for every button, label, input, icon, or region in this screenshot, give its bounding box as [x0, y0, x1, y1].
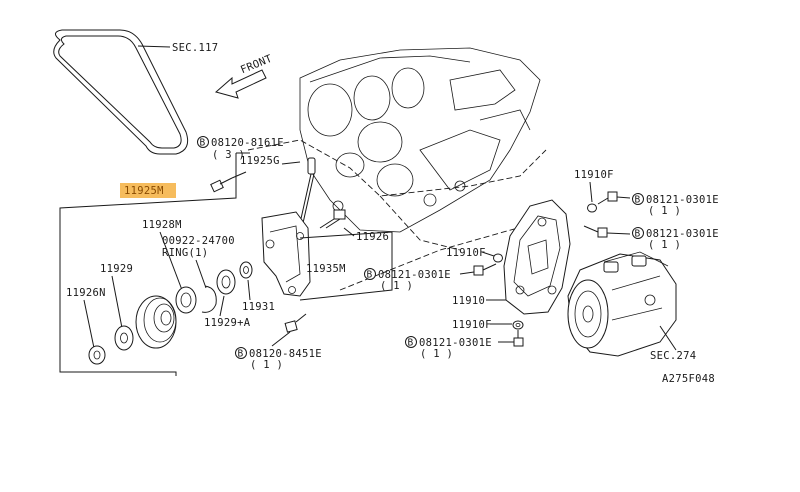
label-11929: 11929	[100, 263, 133, 275]
svg-text:08121-0301E: 08121-0301E	[378, 269, 451, 281]
svg-text:( 1 ): ( 1 )	[648, 239, 681, 251]
svg-text:08120-8161E: 08120-8161E	[211, 137, 284, 149]
bearing-11928m	[175, 286, 197, 314]
snap-ring	[201, 285, 217, 313]
svg-text:( 1 ): ( 1 )	[420, 348, 453, 360]
label-11929a: 11929+A	[204, 317, 251, 329]
bolt-0301-4-icon	[513, 330, 524, 347]
label-11910f-top: 11910F	[574, 169, 614, 181]
svg-text:( 1 ): ( 1 )	[380, 280, 413, 292]
svg-text:B: B	[635, 229, 641, 240]
label-11926: 11926	[356, 231, 389, 243]
svg-text:( 1 ): ( 1 )	[250, 359, 283, 371]
washer-11910f-top	[587, 203, 597, 213]
label-11910f-low: 11910F	[452, 319, 492, 331]
callout-08121-0301e-4: B 08121-0301E ( 1 )	[405, 336, 492, 360]
callout-08121-0301e-1: B 08121-0301E ( 1 )	[632, 193, 719, 217]
label-11925m: 11925M	[124, 185, 164, 197]
figure-code: A275F048	[662, 373, 715, 385]
idler-pulley	[135, 295, 177, 349]
sec-belt-label: SEC.117	[172, 42, 218, 54]
washer-11910f-mid	[493, 253, 503, 263]
svg-text:B: B	[367, 270, 373, 281]
svg-text:08121-0301E: 08121-0301E	[419, 337, 492, 349]
callout-08120-8161e: B 08120-8161E ( 3 )	[197, 136, 284, 161]
svg-text:( 1 ): ( 1 )	[648, 205, 681, 217]
callout-08121-0301e-3: B 08121-0301E ( 1 )	[364, 268, 451, 292]
callout-08121-0301e-2: B 08121-0301E ( 1 )	[632, 227, 719, 251]
nut-11926n	[88, 345, 106, 365]
bolt-0301-1-icon	[597, 191, 618, 205]
svg-text:B: B	[238, 349, 244, 360]
label-00922-24700: 00922-24700	[162, 235, 235, 247]
svg-text:08121-0301E: 08121-0301E	[646, 228, 719, 240]
ac-compressor	[567, 251, 677, 357]
washer-11931	[239, 261, 253, 279]
label-11925g: 11925G	[240, 155, 280, 167]
svg-text:08120-8451E: 08120-8451E	[249, 348, 322, 360]
label-11910f-mid: 11910F	[446, 247, 486, 259]
sec-compressor-label: SEC.274	[650, 350, 696, 362]
label-11935m: 11935M	[306, 263, 346, 275]
spacer-11929a	[216, 269, 236, 295]
front-arrow-icon	[214, 69, 267, 99]
bolt-0301-3-icon	[473, 263, 497, 276]
svg-text:08121-0301E: 08121-0301E	[646, 194, 719, 206]
label-11931: 11931	[242, 301, 275, 313]
bolt-0301-2-icon	[583, 225, 608, 238]
label-11928m: 11928M	[142, 219, 182, 231]
bolt-08120-8451e-icon	[284, 313, 307, 333]
tensioner-bracket-11935m	[261, 211, 311, 297]
highlight-11925m	[120, 183, 176, 198]
svg-text:B: B	[408, 338, 414, 349]
compressor-bracket-11910	[503, 199, 571, 315]
svg-text:B: B	[200, 138, 206, 149]
bolt-icon	[210, 177, 233, 193]
label-ring: RING(1)	[162, 247, 208, 259]
washer-11929	[114, 325, 134, 351]
label-11926n: 11926N	[66, 287, 106, 299]
engine-block	[299, 47, 541, 233]
svg-text:( 3 ): ( 3 )	[212, 149, 245, 161]
bolt-11926	[319, 209, 346, 229]
washer-11910f-low	[512, 320, 524, 330]
label-11910: 11910	[452, 295, 485, 307]
svg-text:B: B	[635, 195, 641, 206]
callout-08120-8451e: B 08120-8451E ( 1 )	[235, 347, 322, 371]
drive-belt	[53, 29, 189, 155]
